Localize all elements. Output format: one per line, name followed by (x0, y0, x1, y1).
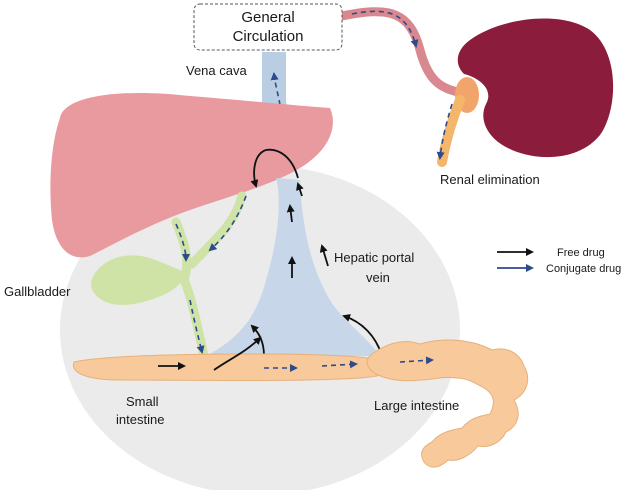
label-large-intestine: Large intestine (374, 398, 459, 413)
gallbladder (91, 255, 184, 305)
liver-inner-arrow (250, 148, 299, 188)
ureter-arrow (436, 103, 453, 160)
small-intestine-arrow-conj-2 (321, 360, 358, 369)
legend-conj-label: Conjugate drug (546, 263, 621, 275)
bile-arrow-1 (175, 223, 190, 262)
small-intestine-arrow-uptake (213, 336, 262, 371)
liver (50, 92, 333, 258)
portal-arrow-3 (319, 244, 329, 267)
circulation-line2: Circulation (232, 28, 304, 45)
vena-cava-arrow (270, 72, 283, 133)
label-hepatic-portal-line1: Hepatic portal (334, 250, 414, 265)
label-renal-elimination: Renal elimination (440, 172, 540, 187)
hepatic-portal-vein (206, 178, 380, 356)
legend-free-label: Free drug (557, 247, 605, 259)
portal-arrow-4 (296, 182, 304, 197)
renal-artery (337, 7, 463, 97)
legend: Free drug Conjugate drug (497, 247, 621, 275)
bile-arrow-3 (189, 299, 205, 354)
label-hepatic-portal-line2: vein (366, 270, 390, 285)
label-gallbladder: Gallbladder (4, 284, 71, 299)
renal-artery-arrow (351, 10, 419, 48)
label-small-intestine-line2: intestine (116, 412, 164, 427)
large-intestine (366, 339, 529, 468)
label-vena-cava: Vena cava (186, 63, 247, 78)
label-small-intestine-line1: Small (126, 394, 159, 409)
general-circulation-label: General Circulation (194, 4, 342, 50)
circulation-line1: General (241, 9, 295, 26)
portal-arrow-2 (286, 204, 295, 223)
general-circulation-box (193, 3, 343, 51)
kidney (457, 18, 614, 158)
